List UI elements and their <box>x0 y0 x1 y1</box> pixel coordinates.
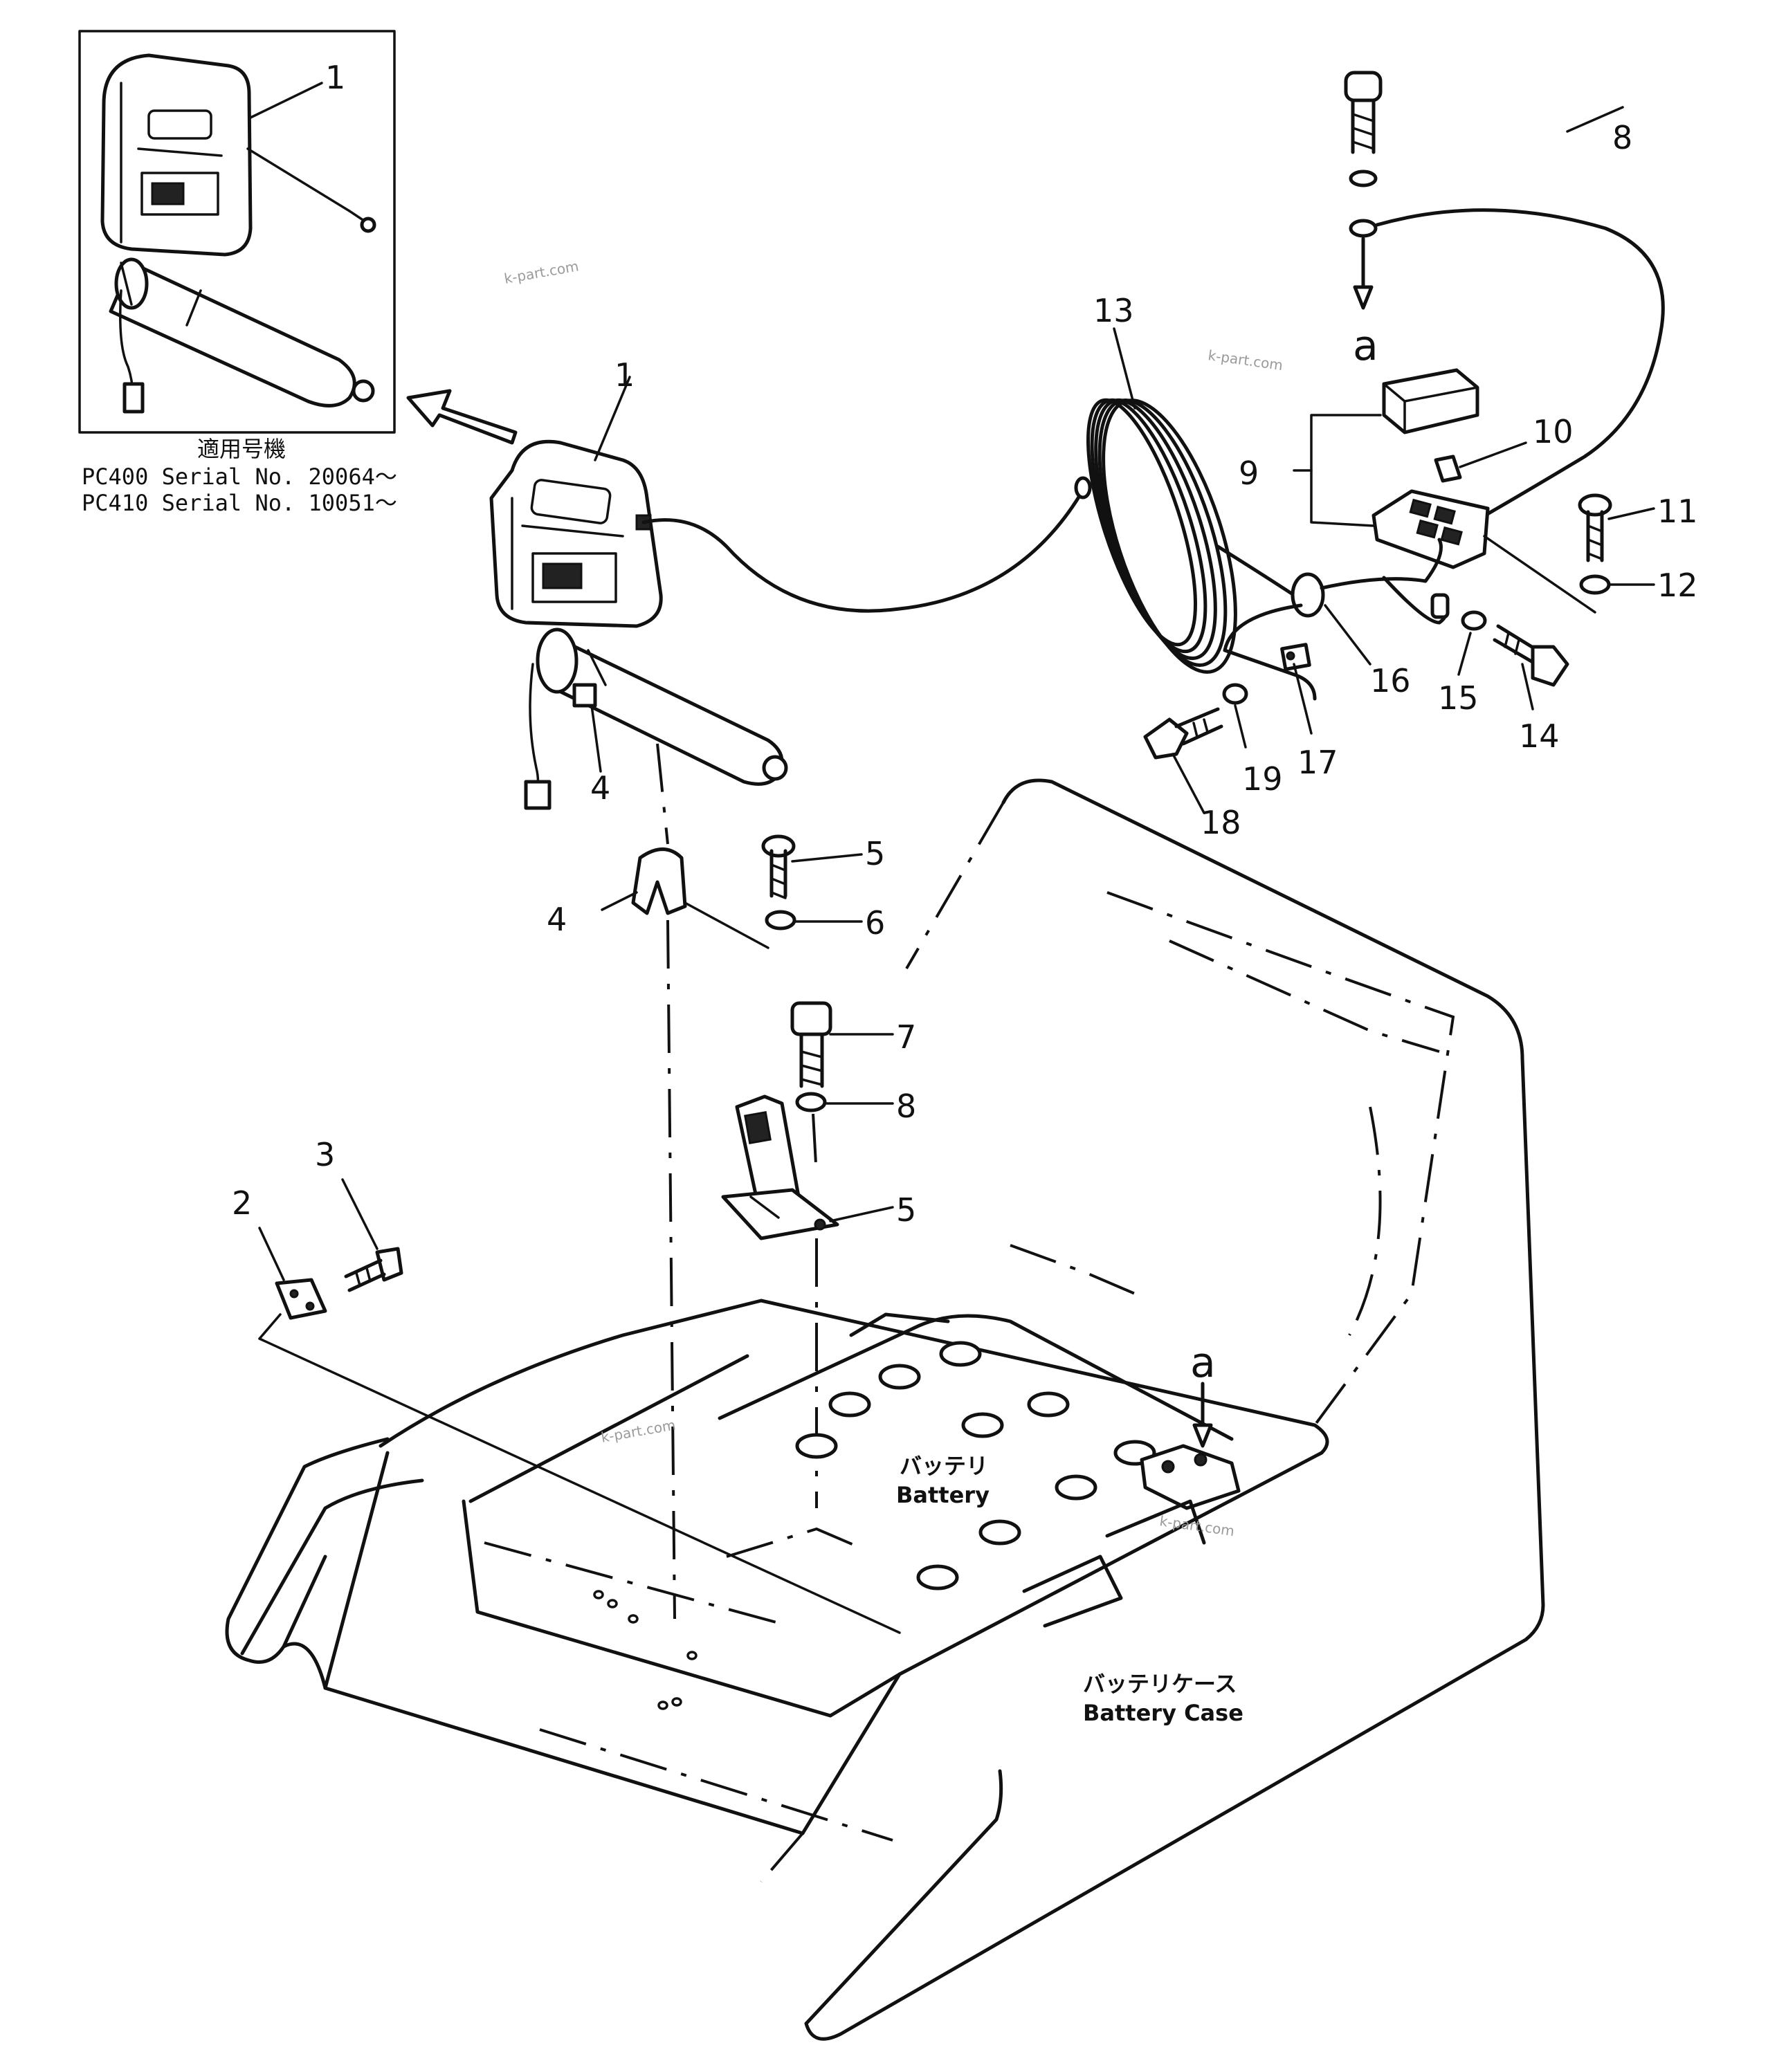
callout-13: 11 <box>1657 493 1698 530</box>
arrow-to-inset <box>406 389 518 445</box>
leader-c4a <box>590 704 602 773</box>
leader-c5 <box>791 853 863 863</box>
bolt-terminal-top <box>1344 71 1383 310</box>
axis-bolt-8 <box>812 1113 818 1177</box>
callout-21: 19 <box>1242 760 1283 798</box>
clamp-4 <box>631 847 687 915</box>
battery-case-label-jp: バッテリケース <box>1083 1671 1237 1697</box>
reference-arrow-head <box>1192 1423 1213 1448</box>
callout-4-lower: 4 <box>547 901 567 938</box>
battery-cable-10 <box>1375 208 1665 528</box>
inset-light-tube <box>109 257 375 407</box>
battery-case-label-en: Battery Case <box>1083 1700 1243 1726</box>
serial-line-pc400: PC400 Serial No. 20064～ <box>82 464 397 490</box>
bracket-c11 <box>1310 414 1382 527</box>
leader-c19 <box>1293 663 1313 735</box>
inset-detail: 1 <box>78 30 396 434</box>
leader-c15 <box>1113 327 1136 410</box>
clamp-mount-line <box>684 901 769 949</box>
work-lamp-assembly <box>489 439 788 810</box>
callout-19: 17 <box>1297 744 1338 781</box>
inset-cable-plug <box>122 382 145 414</box>
leader-c16 <box>1521 663 1534 710</box>
axis-clamp-4 <box>666 919 676 1620</box>
callout-20: 18 <box>1201 804 1241 841</box>
mounting-holes <box>593 1590 698 1710</box>
battery-label-en: Battery <box>896 1482 990 1508</box>
leader-c10 <box>1566 106 1624 133</box>
callout-1-main: 1 <box>614 356 635 394</box>
callout-3: 3 <box>315 1136 335 1173</box>
fuse-box-base <box>1371 489 1490 569</box>
plate-projection-line <box>258 1337 901 1634</box>
bracket-7 <box>721 1094 839 1240</box>
battery <box>718 1312 1241 1628</box>
leader-c21 <box>1234 704 1247 749</box>
plate-mount-line <box>258 1313 282 1340</box>
bolt-3 <box>344 1247 403 1292</box>
reference-mark-a-top: a <box>1353 322 1378 370</box>
plate-2 <box>275 1278 327 1320</box>
callout-6: 6 <box>865 904 885 942</box>
leader-c13 <box>1607 507 1655 520</box>
callout-10: 8 <box>1612 119 1632 156</box>
cable-connector <box>1074 476 1092 499</box>
watermark: k-part.com <box>503 257 580 287</box>
callout-7: 5 <box>896 1191 916 1229</box>
leader-c3 <box>341 1178 379 1250</box>
callout-5: 5 <box>865 835 885 872</box>
fuse-box-mount-line <box>1483 535 1596 614</box>
callout-2: 2 <box>232 1184 252 1222</box>
grommet-18 <box>1291 538 1450 625</box>
callout-14: 12 <box>1657 567 1698 604</box>
leader-c12 <box>1459 441 1527 468</box>
reference-mark-a-bottom: a <box>1190 1339 1216 1387</box>
coiled-cable <box>1086 398 1317 674</box>
watermark: k-part.com <box>1207 347 1284 374</box>
screw-5 <box>761 834 796 899</box>
washer-17 <box>1461 610 1487 631</box>
callout-15: 13 <box>1093 292 1134 329</box>
leader-c20 <box>1172 753 1205 814</box>
inset-work-lamp <box>100 53 376 257</box>
washer-14 <box>1579 574 1611 595</box>
callout-8: 7 <box>896 1018 916 1056</box>
leader-c2 <box>258 1227 285 1281</box>
washer-6 <box>765 910 796 930</box>
callout-16: 14 <box>1519 717 1560 755</box>
screw-13 <box>1578 493 1612 562</box>
inset-heading: 適用号機 <box>197 436 286 462</box>
leader-c4b <box>601 891 638 911</box>
clamp-19 <box>1223 603 1317 701</box>
leader-c7 <box>829 1206 894 1222</box>
bolt-20 <box>1143 707 1223 760</box>
leader-c1b <box>594 376 631 461</box>
callout-17: 15 <box>1438 679 1479 717</box>
callout-1-inset: 1 <box>325 59 345 96</box>
washer-21 <box>1222 683 1248 705</box>
fuse-12 <box>1434 455 1462 483</box>
bolt-16 <box>1493 624 1569 687</box>
leader-c17 <box>1457 632 1472 676</box>
callout-9: 8 <box>896 1088 916 1125</box>
leader-c1a <box>249 82 323 119</box>
washer-9 <box>795 1092 827 1112</box>
inset-frame <box>78 30 396 434</box>
callout-18: 16 <box>1370 662 1411 699</box>
battery-label-jp: バッテリ <box>900 1453 988 1479</box>
axis-lamp-clamp <box>656 743 669 845</box>
bolt-8 <box>790 1001 832 1088</box>
callout-4-upper: 4 <box>590 769 610 807</box>
callout-11: 9 <box>1239 455 1259 492</box>
leader-c18 <box>1324 604 1371 666</box>
serial-line-pc410: PC410 Serial No. 10051～ <box>82 490 397 516</box>
callout-12: 10 <box>1533 413 1574 450</box>
lamp-cable <box>641 482 1088 613</box>
watermark: k-part.com <box>600 1416 677 1446</box>
fuse-box-cover <box>1382 368 1479 434</box>
battery-case <box>225 778 1545 2041</box>
